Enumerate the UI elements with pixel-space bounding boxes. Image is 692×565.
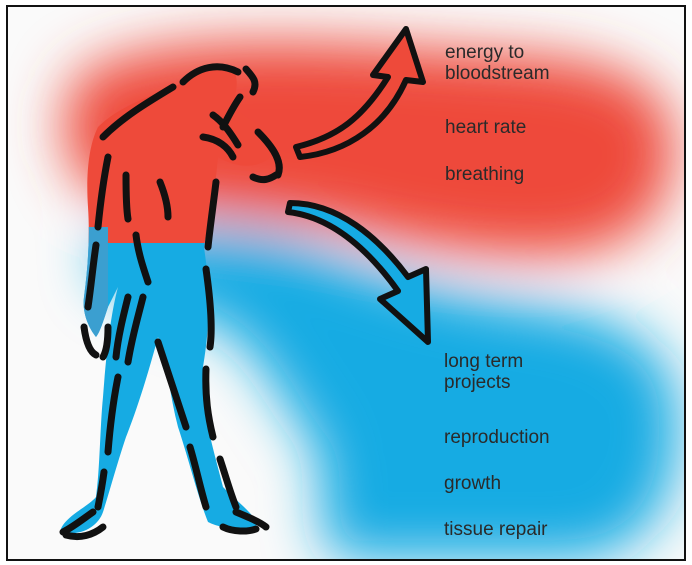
up-arrow [296, 29, 423, 157]
illustration-frame: energy to bloodstream heart rate breathi… [6, 5, 686, 561]
label-long-term-projects: long term projects [444, 351, 523, 393]
label-reproduction: reproduction [444, 427, 550, 448]
label-breathing: breathing [445, 164, 524, 185]
label-energy-to-bloodstream: energy to bloodstream [445, 42, 550, 84]
label-tissue-repair: tissue repair [444, 519, 548, 540]
label-growth: growth [444, 473, 501, 494]
human-figure [8, 7, 686, 561]
down-arrow [288, 203, 428, 342]
label-heart-rate: heart rate [445, 117, 526, 138]
